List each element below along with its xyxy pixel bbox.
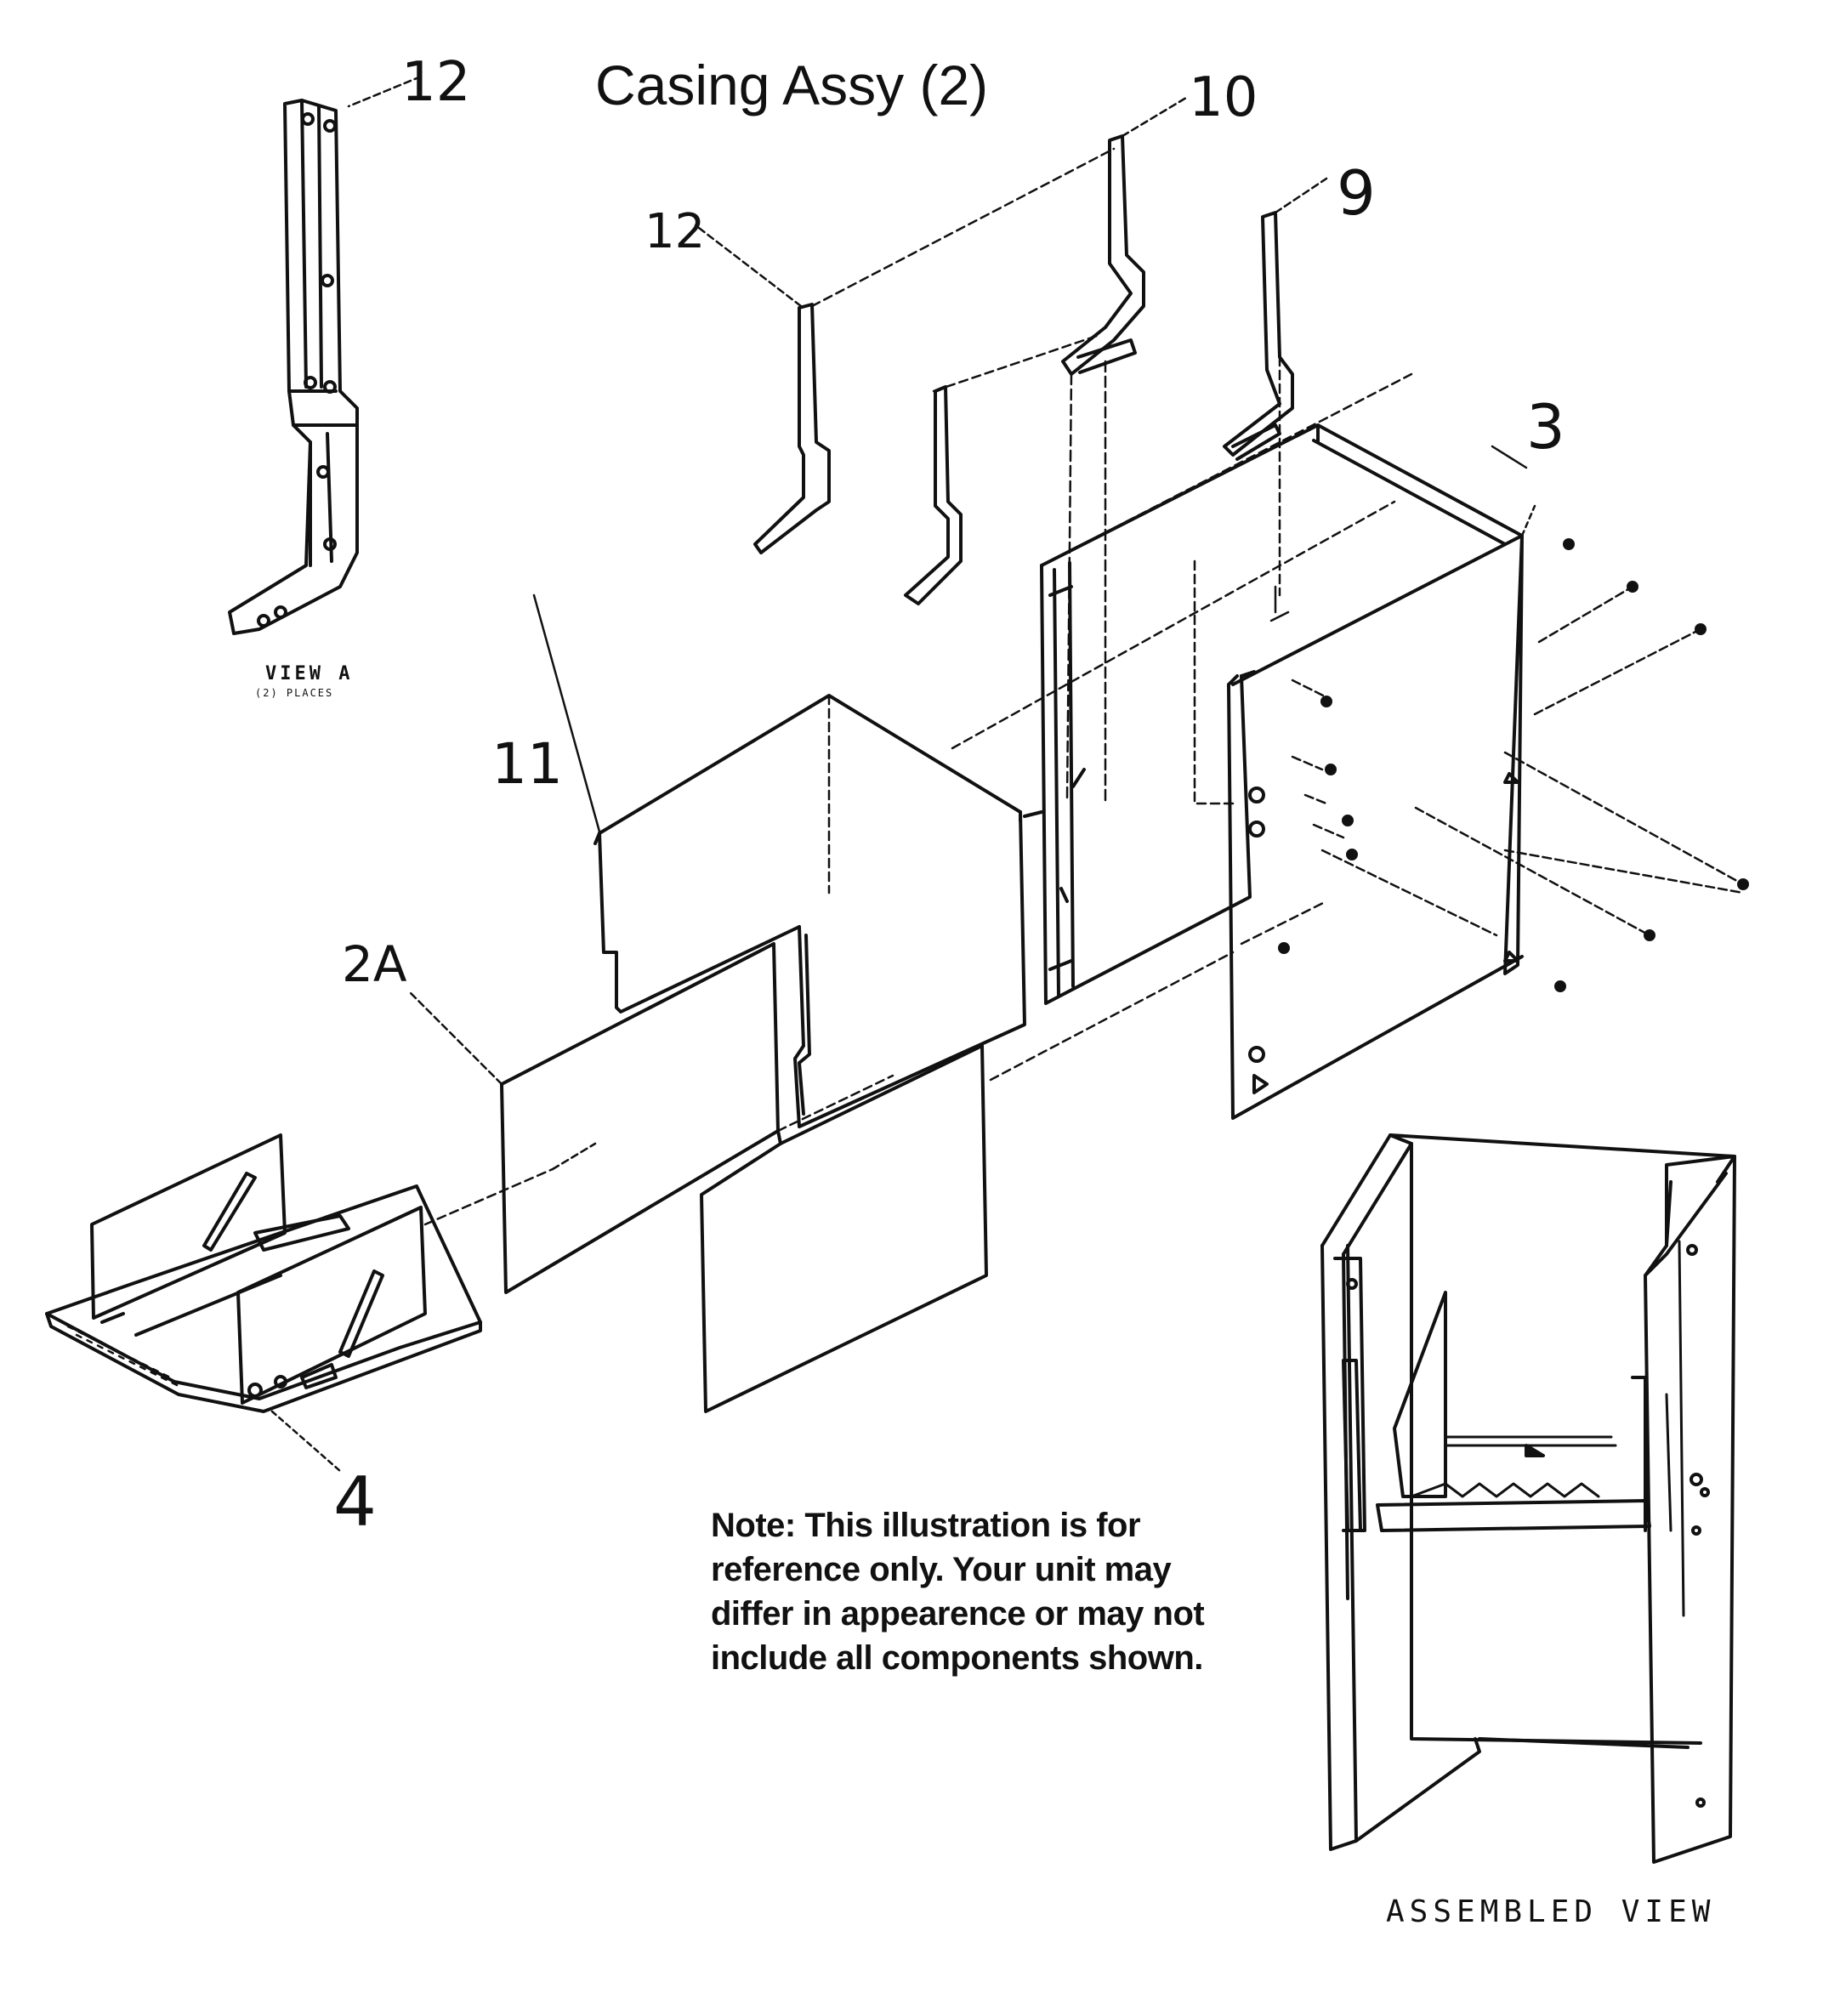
callout-4: 4 (333, 1462, 377, 1542)
callout-12-top: 12 (401, 51, 471, 114)
part-2a-panel (406, 900, 1328, 1413)
reference-note: Note: This illustration is for reference… (711, 1507, 1205, 1677)
callout-10: 10 (1189, 66, 1258, 129)
callout-3: 3 (1526, 391, 1565, 463)
part-3-casing (1040, 360, 1749, 1120)
callout-2a: 2A (342, 935, 407, 993)
diagram-title: Casing Assy (2) (595, 54, 989, 116)
part-4-base (45, 1133, 597, 1473)
part-9-bracket (904, 177, 1328, 605)
part-12-bracket (694, 147, 1116, 554)
callout-leaders (532, 445, 1528, 833)
callout-12-mid: 12 (645, 204, 706, 259)
callout-9: 9 (1337, 157, 1376, 229)
callout-11: 11 (491, 731, 563, 797)
assembled-view-label: ASSEMBLED VIEW (1386, 1894, 1716, 1929)
part-11-channel (593, 500, 1396, 1128)
view-a-label: VIEW A (265, 663, 354, 684)
view-a-sublabel: (2) PLACES (255, 687, 334, 699)
assembled-view-drawing (1320, 1133, 1736, 1864)
part-10-bracket (1061, 96, 1188, 801)
view-a-bracket (228, 75, 423, 635)
